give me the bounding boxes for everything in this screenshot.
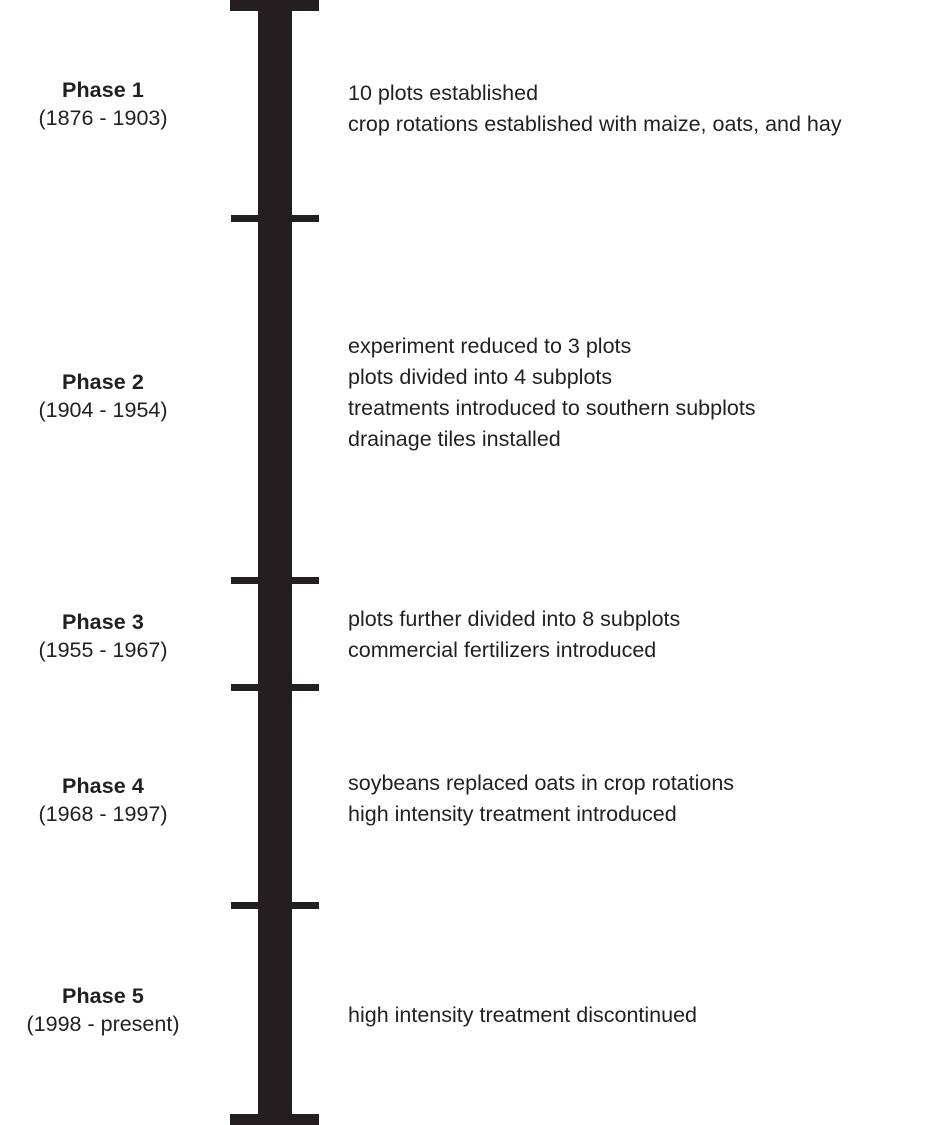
timeline-axis-bottom-cap [230,1114,319,1125]
event-item: 10 plots established [348,81,539,105]
timeline-tick-phase4-phase5 [231,902,319,909]
phase-name-2: Phase 2 [62,370,144,394]
phase-label-1: Phase 1 (1876 - 1903) [0,76,206,133]
event-item: drainage tiles installed [348,427,561,451]
event-item: commercial fertilizers introduced [348,638,657,662]
phase-name-1: Phase 1 [62,78,144,102]
phase-years-5: (1998 - present) [26,1012,180,1037]
phase-label-3: Phase 3 (1955 - 1967) [0,608,206,665]
phase-label-5: Phase 5 (1998 - present) [0,982,206,1039]
phase-years-2: (1904 - 1954) [38,398,168,423]
timeline-tick-phase1-phase2 [231,215,319,222]
event-item: crop rotations established with maize, o… [348,112,842,136]
phase-events-1: 10 plots established crop rotations esta… [348,78,949,140]
phase-years-4: (1968 - 1997) [38,802,168,827]
event-item: experiment reduced to 3 plots [348,334,632,358]
event-item: soybeans replaced oats in crop rotations [348,771,735,795]
phase-years-1: (1876 - 1903) [38,106,168,131]
event-item: treatments introduced to southern subplo… [348,396,756,420]
timeline-tick-phase2-phase3 [231,577,319,584]
timeline-axis-top-cap [230,0,319,11]
timeline-tick-phase3-phase4 [231,684,319,691]
event-item: high intensity treatment discontinued [348,1003,697,1027]
phase-label-2: Phase 2 (1904 - 1954) [0,368,206,425]
phase-name-4: Phase 4 [62,774,144,798]
phase-events-5: high intensity treatment discontinued [348,1000,949,1031]
phase-name-5: Phase 5 [62,984,144,1008]
event-item: high intensity treatment introduced [348,802,677,826]
timeline-axis-bar [258,0,292,1125]
phase-years-3: (1955 - 1967) [38,638,168,663]
phase-name-3: Phase 3 [62,610,144,634]
phase-label-4: Phase 4 (1968 - 1997) [0,772,206,829]
event-item: plots further divided into 8 subplots [348,607,681,631]
phase-events-3: plots further divided into 8 subplots co… [348,604,949,666]
phase-events-4: soybeans replaced oats in crop rotations… [348,768,949,830]
phase-events-2: experiment reduced to 3 plots plots divi… [348,331,949,455]
event-item: plots divided into 4 subplots [348,365,613,389]
